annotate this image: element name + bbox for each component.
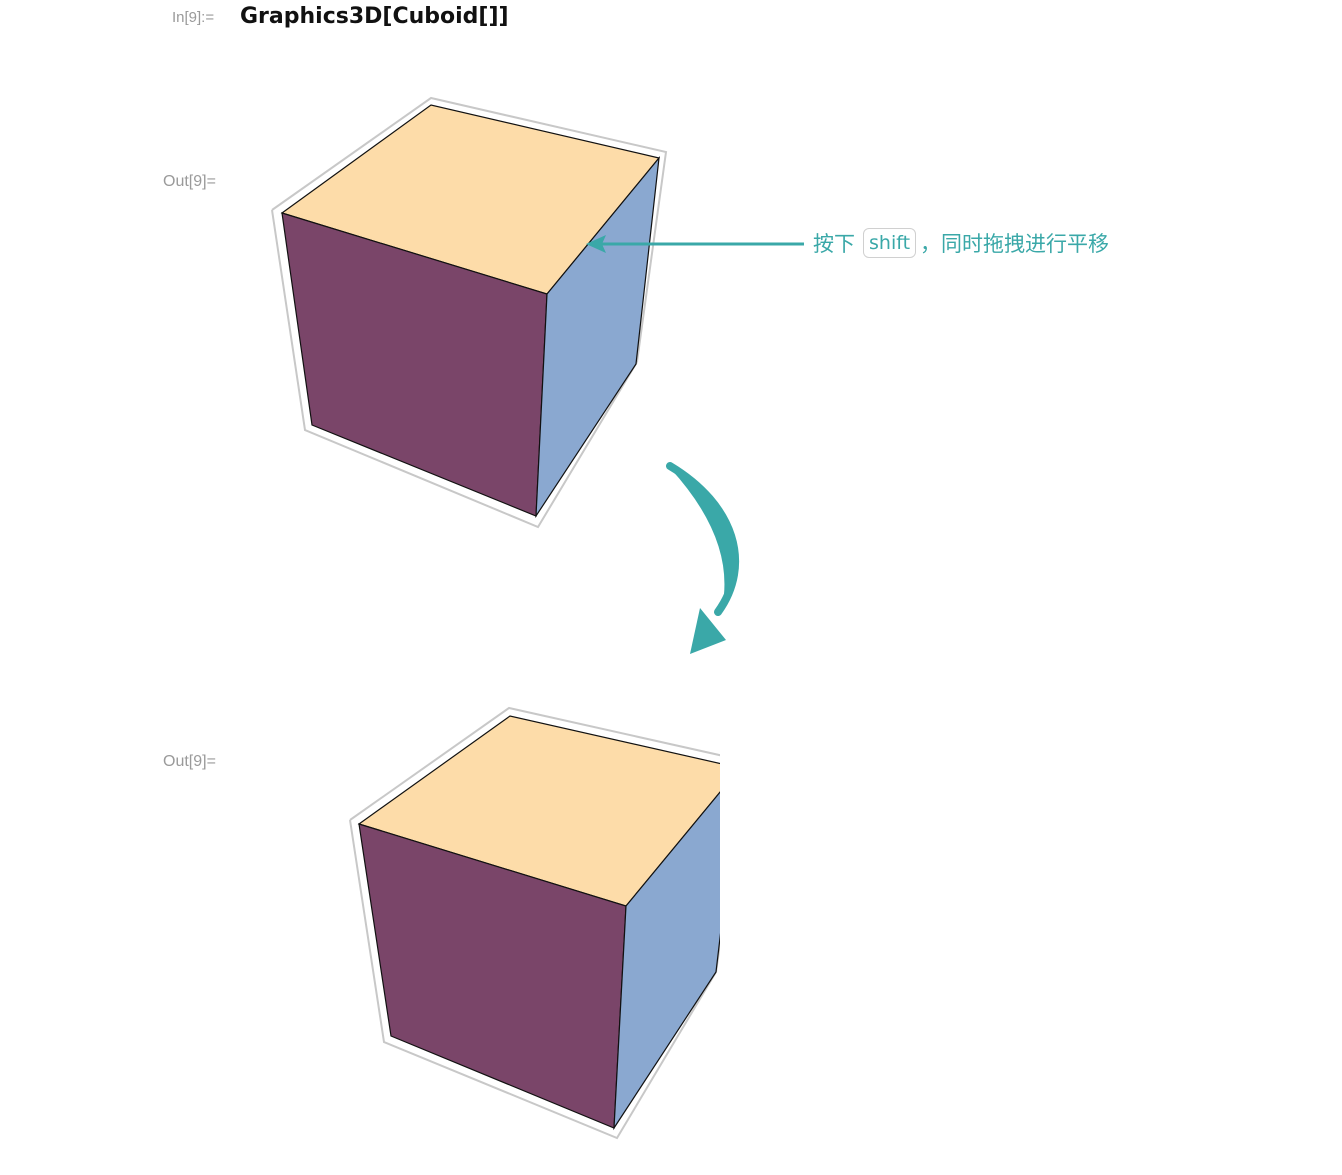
- cube-side-face: [535, 156, 660, 519]
- bounding-box-front-2: [349, 819, 717, 1140]
- cube-side-face-2: [613, 791, 720, 1131]
- bounding-box-front: [271, 209, 638, 529]
- annotation-suffix: ，同时拖拽进行平移: [920, 232, 1110, 256]
- curved-arrow-down-icon: [666, 462, 740, 654]
- shift-pan-annotation: 按下 shift ，同时拖拽进行平移: [813, 228, 1109, 258]
- straight-arrow-left-icon: [586, 235, 804, 253]
- bounding-box-back-2: [349, 706, 720, 973]
- output-cell-label-2: Out[9]=: [163, 753, 216, 770]
- input-code[interactable]: Graphics3D[Cuboid[]]: [240, 4, 509, 29]
- cube-graphic-1[interactable]: [271, 96, 668, 529]
- input-cell-label: In[9]:=: [172, 9, 215, 26]
- annotation-prefix: 按下: [813, 232, 855, 256]
- shift-key-badge: shift: [863, 228, 917, 258]
- output-cell-label-1: Out[9]=: [163, 173, 216, 190]
- bounding-box-back: [271, 96, 668, 363]
- cube-graphic-2[interactable]: [349, 706, 746, 1140]
